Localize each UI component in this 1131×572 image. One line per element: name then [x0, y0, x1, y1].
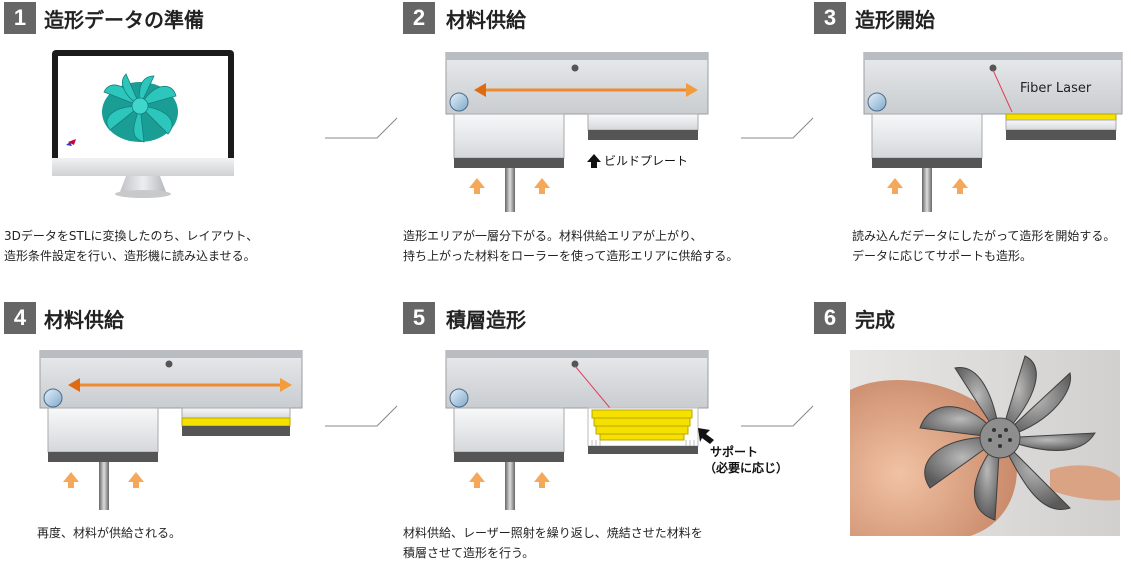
roller — [868, 93, 886, 111]
step-1-title: 造形データの準備 — [44, 4, 204, 33]
chamber-body — [446, 52, 708, 114]
fiber-laser-label: Fiber Laser — [1020, 81, 1092, 96]
step-6-title: 完成 — [855, 304, 895, 333]
feed-area-base — [1006, 130, 1116, 140]
step-2-title: 材料供給 — [446, 4, 526, 33]
build-area-base — [872, 158, 982, 168]
step-4-machine-diagram — [36, 350, 306, 515]
step-2-desc-line: 造形エリアが一層分下がる。材料供給エリアが上がり、 — [403, 226, 738, 246]
monitor-stand — [120, 176, 166, 192]
step-5-machine-diagram: サポート （必要に応じ） — [442, 350, 802, 515]
chamber-top-rail — [446, 350, 708, 358]
chamber-top-rail — [40, 350, 302, 358]
support-label-line1: サポート — [710, 444, 758, 459]
build-area — [48, 408, 158, 452]
finished-part-photo — [850, 350, 1120, 536]
step-4-desc-line: 再度、材料が供給される。 — [37, 523, 181, 543]
chamber-top-rail — [864, 52, 1122, 60]
piston-rod — [99, 462, 109, 510]
chamber-body — [446, 350, 708, 408]
flow-arrow-2-3 — [741, 116, 816, 140]
laser-head — [166, 361, 173, 368]
laser-head — [572, 65, 579, 72]
step-4-description: 再度、材料が供給される。 — [37, 523, 181, 543]
roller — [450, 389, 468, 407]
step-1-desc-line: 3DデータをSTLに変換したのち、レイアウト、 — [4, 226, 258, 246]
step-5-title: 積層造形 — [446, 304, 526, 333]
step-1-desc-line: 造形条件設定を行い、造形機に読み込ませる。 — [4, 246, 258, 266]
build-area — [454, 408, 564, 452]
feed-area-base — [588, 130, 698, 140]
powder-layer — [1006, 114, 1116, 120]
step-2-description: 造形エリアが一層分下がる。材料供給エリアが上がり、 持ち上がった材料をローラーを… — [403, 226, 738, 266]
step-4-number: 4 — [4, 302, 36, 334]
build-area-base — [454, 158, 564, 168]
sintered-layers — [588, 408, 698, 446]
flow-arrow-1-2 — [325, 116, 400, 140]
feed-area-base — [588, 446, 698, 454]
step-4-title: 材料供給 — [44, 304, 124, 333]
build-plate-label: ビルドプレート — [604, 154, 688, 168]
roller — [44, 389, 62, 407]
build-area-base — [48, 452, 158, 462]
step-5-description: 材料供給、レーザー照射を繰り返し、焼結させた材料を 積層させて造形を行う。 — [403, 523, 703, 563]
step-3-description: 読み込んだデータにしたがって造形を開始する。 データに応じてサポートも造形。 — [852, 226, 1115, 266]
chamber-top-rail — [446, 52, 708, 60]
build-area — [454, 114, 564, 158]
step-3-desc-line: データに応じてサポートも造形。 — [852, 246, 1115, 266]
step-1-number: 1 — [4, 2, 36, 34]
pointer-arrow-icon — [698, 428, 714, 444]
step-6-number: 6 — [814, 302, 846, 334]
pointer-up-icon — [587, 154, 601, 168]
piston-rod — [922, 168, 932, 212]
piston-rod — [505, 168, 515, 212]
step-5-desc-line: 材料供給、レーザー照射を繰り返し、焼結させた材料を — [403, 523, 703, 543]
support-label-line2: （必要に応じ） — [704, 460, 788, 475]
build-area — [872, 114, 982, 158]
step-3-machine-diagram: Fiber Laser — [862, 52, 1124, 217]
step-2-desc-line: 持ち上がった材料をローラーを使って造形エリアに供給する。 — [403, 246, 738, 266]
step-5-desc-line: 積層させて造形を行う。 — [403, 543, 703, 563]
step-5-number: 5 — [403, 302, 435, 334]
step-2-machine-diagram: ビルドプレート — [442, 52, 712, 217]
piston-rod — [505, 462, 515, 510]
monitor-base — [115, 190, 171, 198]
step-3-desc-line: 読み込んだデータにしたがって造形を開始する。 — [852, 226, 1115, 246]
monitor-chin — [52, 158, 234, 176]
step-3-number: 3 — [814, 2, 846, 34]
roller — [450, 93, 468, 111]
flow-arrow-4-5 — [325, 404, 400, 428]
powder-layer — [182, 418, 290, 426]
build-area-base — [454, 452, 564, 462]
feed-area — [588, 114, 698, 130]
feed-area — [182, 408, 290, 418]
step-3-title: 造形開始 — [855, 4, 935, 33]
feed-area-base — [182, 426, 290, 436]
monitor-illustration — [52, 50, 234, 200]
step-1-description: 3DデータをSTLに変換したのち、レイアウト、 造形条件設定を行い、造形機に読み… — [4, 226, 258, 266]
feed-area — [1006, 120, 1116, 130]
step-2-number: 2 — [403, 2, 435, 34]
